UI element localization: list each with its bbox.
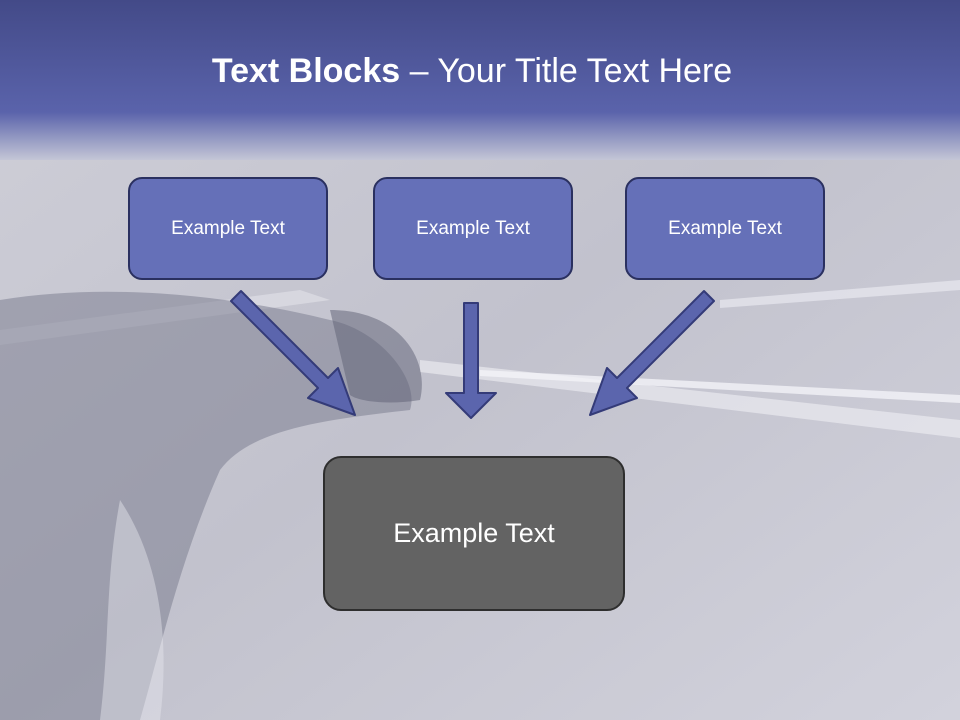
title-separator: – bbox=[400, 52, 438, 90]
result-block: Example Text bbox=[323, 456, 625, 611]
arrow-left-diagonal bbox=[230, 290, 356, 416]
text-block-3-label: Example Text bbox=[668, 217, 782, 239]
slide-title: Text Blocks – Your Title Text Here bbox=[0, 52, 944, 91]
result-block-label: Example Text bbox=[393, 518, 555, 548]
arrow-right-diagonal bbox=[589, 290, 715, 416]
text-block-2: Example Text bbox=[373, 177, 573, 280]
title-rest: Your Title Text Here bbox=[437, 52, 733, 90]
text-block-1: Example Text bbox=[128, 177, 328, 280]
text-block-3: Example Text bbox=[625, 177, 825, 280]
arrow-center-down bbox=[445, 302, 497, 419]
text-block-1-label: Example Text bbox=[171, 217, 285, 239]
title-bold-part: Text Blocks bbox=[211, 52, 401, 90]
text-block-2-label: Example Text bbox=[416, 217, 530, 239]
